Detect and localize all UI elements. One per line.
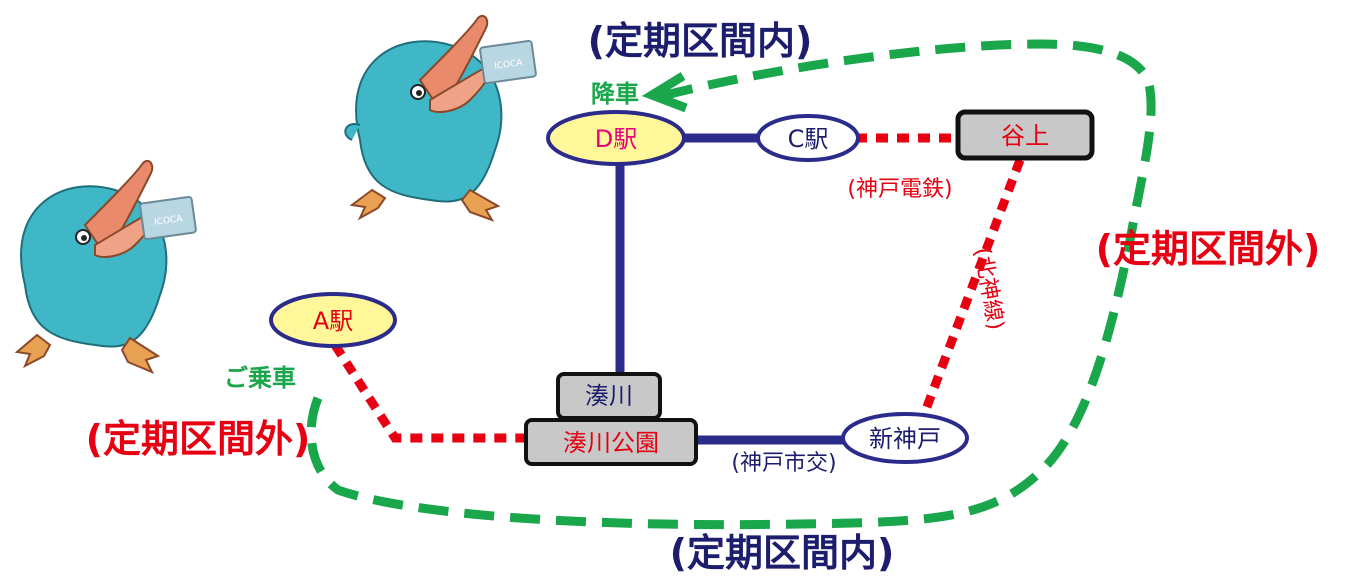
station-minatogawa-koen-label: 湊川公園 [563,429,659,457]
station-a[interactable]: A駅 [269,292,397,348]
mascot-left-card-text: ICOCA [154,214,184,228]
in-section-route [306,39,1156,530]
station-minatogawa[interactable]: 湊川 [556,372,662,420]
in-section-label-bottom: (定期区間内) [670,531,895,575]
line-a-to-koen [331,342,530,443]
line-label-kobe-shiko: (神戸市交) [731,451,836,476]
station-c-label: C駅 [788,125,829,153]
station-shin-kobe-label: 新神戸 [869,425,941,453]
station-minatogawa-label: 湊川 [585,382,633,410]
station-d[interactable]: D駅 [546,110,686,166]
arrowhead-icon [641,72,688,113]
out-section-label-left: (定期区間外) [86,417,311,461]
in-section-label-top: (定期区間内) [588,19,813,63]
station-c[interactable]: C駅 [756,114,860,162]
alight-label: 降車 [591,80,639,108]
mascot-left-icon: ICOCA [14,159,197,374]
mascot-upper-icon: ICOCA [344,14,537,222]
board-label: ご乗車 [224,364,296,392]
station-a-label: A駅 [313,307,353,335]
station-shin-kobe[interactable]: 新神戸 [841,412,969,464]
station-tanigami[interactable]: 谷上 [955,109,1095,161]
station-minatogawa-koen[interactable]: 湊川公園 [524,418,698,466]
out-section-label-right: (定期区間外) [1096,227,1321,271]
station-d-label: D駅 [595,125,637,153]
line-label-kobe-dentetsu: (神戸電鉄) [847,177,952,202]
station-tanigami-label: 谷上 [1001,122,1049,150]
line-hokushin [920,158,1025,414]
mascot-upper-card-text: ICOCA [494,58,524,72]
